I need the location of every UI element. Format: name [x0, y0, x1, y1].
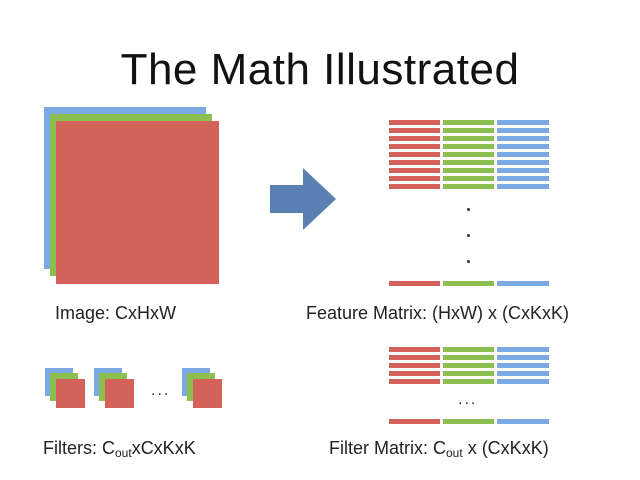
- filter-matrix-row-red: [389, 379, 440, 384]
- feature-matrix-row-green: [443, 176, 494, 181]
- feature-matrix-row-blue: [497, 160, 549, 165]
- filter-2-red: [105, 379, 134, 408]
- filter-matrix-row-blue: [497, 379, 549, 384]
- feature-matrix-row-red: [389, 128, 440, 133]
- feature-matrix-row-green: [443, 184, 494, 189]
- feature-matrix-last-row-blue: [497, 281, 549, 286]
- filters-label-prefix: Filters: C: [43, 438, 115, 458]
- filters-ellipsis: ...: [151, 382, 171, 399]
- filter-n-red: [193, 379, 222, 408]
- filter-1-red: [56, 379, 85, 408]
- filters-label: Filters: CoutxCxKxK: [43, 439, 196, 459]
- feature-matrix-row-red: [389, 120, 440, 125]
- vertical-ellipsis-dot: [467, 208, 470, 211]
- feature-matrix-row-red: [389, 160, 440, 165]
- feature-matrix-row-blue: [497, 152, 549, 157]
- feature-matrix-last-row-red: [389, 281, 440, 286]
- filter-matrix-row-red: [389, 355, 440, 360]
- filter-matrix-ellipsis: ...: [458, 391, 478, 408]
- filter-matrix-label: Filter Matrix: Cout x (CxKxK): [329, 439, 549, 459]
- filter-matrix-label-sub: out: [446, 446, 463, 460]
- feature-matrix-row-blue: [497, 120, 549, 125]
- feature-matrix-row-blue: [497, 184, 549, 189]
- vertical-ellipsis-dot: [467, 260, 470, 263]
- filter-matrix-row-blue: [497, 347, 549, 352]
- filter-matrix-label-suffix: x (CxKxK): [462, 438, 549, 458]
- filter-matrix-last-row-green: [443, 419, 494, 424]
- feature-matrix-row-red: [389, 168, 440, 173]
- filter-matrix-row-red: [389, 347, 440, 352]
- feature-matrix-row-red: [389, 184, 440, 189]
- filter-matrix-last-row-red: [389, 419, 440, 424]
- feature-matrix-row-blue: [497, 176, 549, 181]
- filter-matrix-last-row-blue: [497, 419, 549, 424]
- right-arrow-icon: [270, 168, 336, 230]
- image-channel-red: [56, 121, 219, 284]
- feature-matrix-last-row-green: [443, 281, 494, 286]
- filter-matrix-row-green: [443, 371, 494, 376]
- feature-matrix-row-blue: [497, 136, 549, 141]
- feature-matrix-row-green: [443, 144, 494, 149]
- feature-matrix-row-green: [443, 128, 494, 133]
- feature-matrix-row-red: [389, 176, 440, 181]
- slide-title: The Math Illustrated: [120, 45, 520, 94]
- filter-matrix-row-green: [443, 355, 494, 360]
- filter-matrix-row-blue: [497, 355, 549, 360]
- feature-matrix-row-green: [443, 152, 494, 157]
- image-label: Image: CxHxW: [55, 303, 177, 323]
- feature-matrix-row-red: [389, 152, 440, 157]
- feature-matrix-row-blue: [497, 128, 549, 133]
- feature-matrix-row-green: [443, 136, 494, 141]
- filter-matrix-row-green: [443, 347, 494, 352]
- feature-matrix-row-blue: [497, 168, 549, 173]
- vertical-ellipsis-dot: [467, 234, 470, 237]
- filters-label-sub: out: [115, 446, 132, 460]
- filter-matrix-row-red: [389, 371, 440, 376]
- filter-matrix-row-red: [389, 363, 440, 368]
- feature-matrix-row-red: [389, 144, 440, 149]
- filter-matrix-row-blue: [497, 371, 549, 376]
- filter-matrix-label-prefix: Filter Matrix: C: [329, 438, 446, 458]
- filters-label-suffix: xCxKxK: [131, 438, 196, 458]
- feature-matrix-row-green: [443, 120, 494, 125]
- feature-matrix-row-green: [443, 168, 494, 173]
- feature-matrix-label: Feature Matrix: (HxW) x (CxKxK): [306, 303, 570, 323]
- feature-matrix-row-green: [443, 160, 494, 165]
- filter-matrix-row-green: [443, 379, 494, 384]
- filter-matrix-row-blue: [497, 363, 549, 368]
- feature-matrix-row-red: [389, 136, 440, 141]
- filter-matrix-row-green: [443, 363, 494, 368]
- feature-matrix-row-blue: [497, 144, 549, 149]
